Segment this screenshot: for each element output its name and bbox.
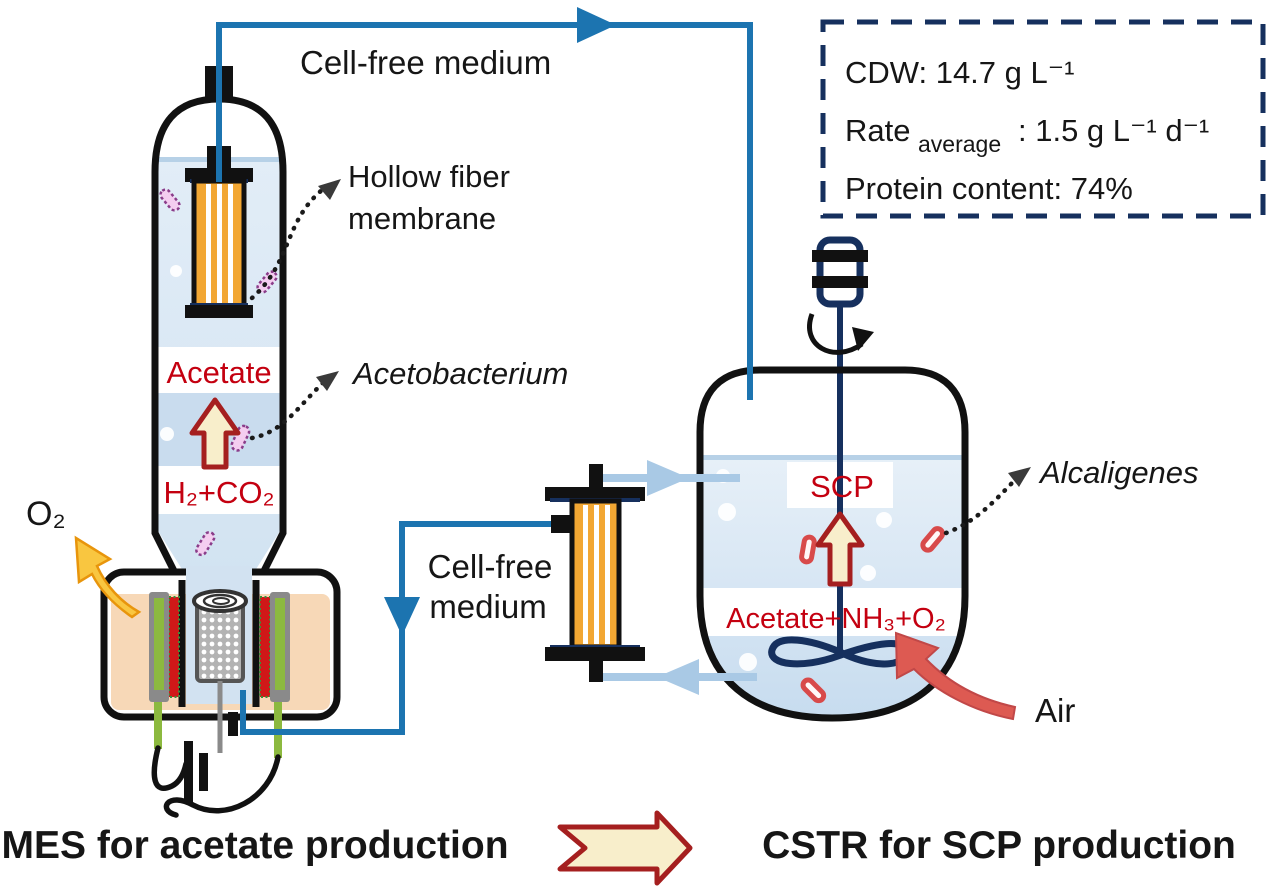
caption-right: CSTR for SCP production [762,824,1236,867]
rate-subscript: average [918,131,1001,157]
mes-to-cstr-pipe [216,22,753,400]
module-top-stem [589,464,603,492]
cathode-spiral [212,597,230,605]
stats-box-border [820,19,1266,219]
anode-rod [154,598,164,690]
cstr-reactor: SCP Acetate+NH₃+O₂ Air [696,236,1075,729]
acetobacterium-cell [195,530,216,557]
hollow-fiber-label-line2: membrane [348,201,496,236]
scp-production-arrow [815,511,865,587]
caption-left: MES for acetate production [1,824,508,867]
cell-free-medium-pipes: Cell-free medium Cell-free medium [216,7,753,735]
cstr-liquid-surface [700,455,965,460]
mesh-cathode [192,589,248,753]
cdw-value: CDW: 14.7 g L⁻¹ [845,55,1074,90]
air-arrow [894,631,1017,721]
bubble [739,653,757,671]
ion-membrane [168,596,180,698]
hollow-fiber-leader [249,187,325,301]
alcaligenes-cell [800,677,827,704]
stirrer-motor [816,236,864,308]
acetobacterium-cell [159,188,181,212]
substrate-band [700,588,965,636]
acetate-label: Acetate [166,355,271,390]
hollow-fiber-membrane-internal [185,146,253,318]
alcaligenes-label: Alcaligenes [1038,455,1199,490]
alcaligenes-cell [920,526,945,553]
fiber-stripe [605,505,610,644]
fiber-stripe [217,184,222,303]
scp-label: SCP [810,469,874,504]
mes-electrolysis-cell [100,566,341,758]
h2co2-band [158,466,280,514]
cell-free-medium-top-label: Cell-free medium [300,44,551,81]
flow-arrowhead-right [577,7,616,43]
hollow-fiber-label-line1: Hollow fiber [348,159,510,194]
annotations: Hollow fiber membrane Acetobacterium Alc… [249,159,1199,536]
bubble [860,565,876,581]
leader-arrowhead [1008,467,1031,487]
air-label: Air [1035,692,1075,729]
power-supply [151,741,281,818]
ion-membrane [259,596,271,698]
caption: MES for acetate production CSTR for SCP … [1,810,1236,886]
recirc-arrowhead-right [647,460,689,496]
leader-arrowhead [318,179,341,200]
rate-label: Rate [845,113,910,148]
battery-short-plate [199,753,208,791]
rate-value: : 1.5 g L⁻¹ d⁻¹ [1018,113,1209,148]
acetate-production-arrow [189,397,241,470]
acetobacterium-leader [249,379,327,441]
o2-offgas: O₂ [26,495,142,619]
neck-wall [252,580,260,707]
motor-clamp [812,276,868,288]
rotation-arrowhead [852,327,874,351]
neck-wall [178,580,186,707]
anode-lead [154,702,162,749]
module-top-cap [545,487,645,501]
fiber-stripe [594,505,599,644]
membrane-bottom-cap [185,305,253,318]
o2-label: O₂ [26,495,66,533]
cell-free-label-line1: Cell-free [428,548,553,585]
h2-co2-label: H₂+CO₂ [163,475,274,510]
substrate-label: Acetate+NH₃+O₂ [726,603,946,635]
acetobacterium-label: Acetobacterium [351,356,568,391]
battery-long-plate [184,741,193,803]
cstr-recirculation-pipes [600,460,757,695]
cell-free-label-line2: medium [429,588,546,625]
bubble [160,427,174,441]
wire-left [151,745,189,791]
rotation-arrow [807,313,864,355]
module-bottom-cap [545,647,645,661]
anode-rod [275,598,285,690]
acetobacterium-cell [230,424,251,452]
alcaligenes-cell [799,534,817,565]
cathode-top [192,589,248,613]
o2-arrow [74,535,142,619]
acetate-band [158,347,280,393]
wire-right [163,754,281,818]
flow-arrowhead-down [384,597,420,636]
cathode-spiral [202,593,238,609]
fiber-stripe [228,184,233,303]
stats-box: CDW: 14.7 g L⁻¹ Rate average : 1.5 g L⁻¹… [820,19,1266,219]
motor-clamp [812,250,868,262]
fiber-stripe [206,184,211,303]
bottom-port [228,712,238,736]
bubble [876,512,892,528]
alcaligenes-leader [943,476,1019,536]
hollow-fiber-module-external [545,464,645,682]
fiber-stripe [583,505,588,644]
caption-arrow [557,810,693,886]
protein-content-value: Protein content: 74% [845,171,1133,206]
return-pipe [240,521,572,735]
leader-arrowhead [316,371,339,391]
bubble [718,503,736,521]
bubble [170,265,182,277]
recirc-arrowhead-left [657,659,699,695]
